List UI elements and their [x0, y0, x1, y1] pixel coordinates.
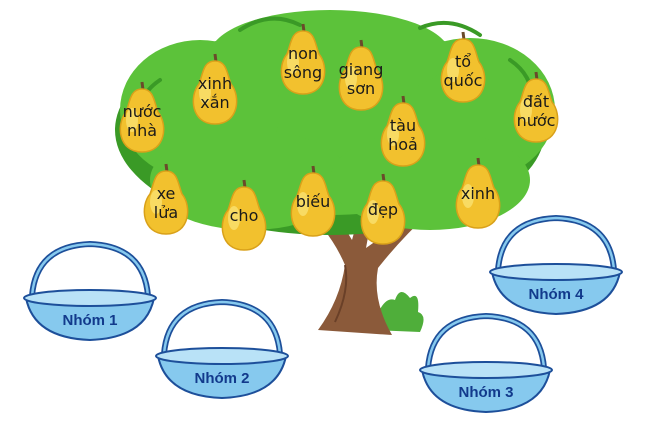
- pear-icon: [290, 165, 336, 237]
- basket-nhom-2[interactable]: Nhóm 2: [150, 296, 294, 404]
- pear-word-text: đẹp: [367, 200, 399, 219]
- pear-icon: [280, 23, 326, 95]
- pear-word-text: biếu: [295, 192, 331, 211]
- basket-icon: [419, 312, 553, 414]
- word-pear-tau-hoa[interactable]: tàu hoả: [371, 94, 435, 168]
- pear-word-text: xe lửa: [153, 184, 179, 222]
- pear-word-text: tổ quốc: [443, 52, 483, 90]
- word-pear-nuoc-nha[interactable]: nước nhà: [110, 80, 174, 154]
- pear-icon: [192, 53, 238, 125]
- tree-canopy: [115, 10, 555, 235]
- pear-icon: [119, 81, 165, 153]
- pear-word-text: non sông: [283, 44, 323, 82]
- basket-label: Nhóm 1: [62, 312, 118, 329]
- pear-icon: [360, 173, 406, 245]
- word-pear-xinh-xan[interactable]: xinh xắn: [183, 52, 247, 126]
- pear-icon: [221, 179, 267, 251]
- pear-word-text: đất nước: [516, 92, 556, 130]
- basket-label: Nhóm 2: [194, 370, 250, 387]
- basket-nhom-4[interactable]: Nhóm 4: [484, 212, 628, 320]
- basket-label: Nhóm 4: [528, 286, 584, 303]
- pear-icon: [380, 95, 426, 167]
- basket-nhom-3[interactable]: Nhóm 3: [414, 310, 558, 418]
- pear-icon: [143, 163, 189, 235]
- pear-icon: [455, 157, 501, 229]
- pear-icon: [440, 31, 486, 103]
- basket-label: Nhóm 3: [458, 384, 514, 401]
- basket-icon: [489, 214, 623, 316]
- word-pear-bieu[interactable]: biếu: [281, 164, 345, 238]
- word-pear-giang-son[interactable]: giang sơn: [329, 38, 393, 112]
- basket-icon: [23, 240, 157, 342]
- word-pear-dat-nuoc[interactable]: đất nước: [504, 70, 568, 144]
- pear-word-text: giang sơn: [338, 60, 384, 98]
- pear-word-text: tàu hoả: [388, 116, 418, 154]
- word-pear-xe-lua[interactable]: xe lửa: [134, 162, 198, 236]
- word-pear-non-song[interactable]: non sông: [271, 22, 335, 96]
- pear-word-text: nước nhà: [122, 102, 162, 140]
- pear-word-text: xinh xắn: [197, 74, 233, 112]
- word-pear-cho[interactable]: cho: [212, 178, 276, 252]
- basket-nhom-1[interactable]: Nhóm 1: [18, 238, 162, 346]
- word-pear-xinh[interactable]: xinh: [446, 156, 510, 230]
- pear-icon: [513, 71, 559, 143]
- word-pear-to-quoc[interactable]: tổ quốc: [431, 30, 495, 104]
- pear-word-text: cho: [229, 206, 259, 225]
- pear-word-text: xinh: [460, 184, 496, 203]
- pear-icon: [338, 39, 384, 111]
- word-pear-dep[interactable]: đẹp: [351, 172, 415, 246]
- basket-icon: [155, 298, 289, 400]
